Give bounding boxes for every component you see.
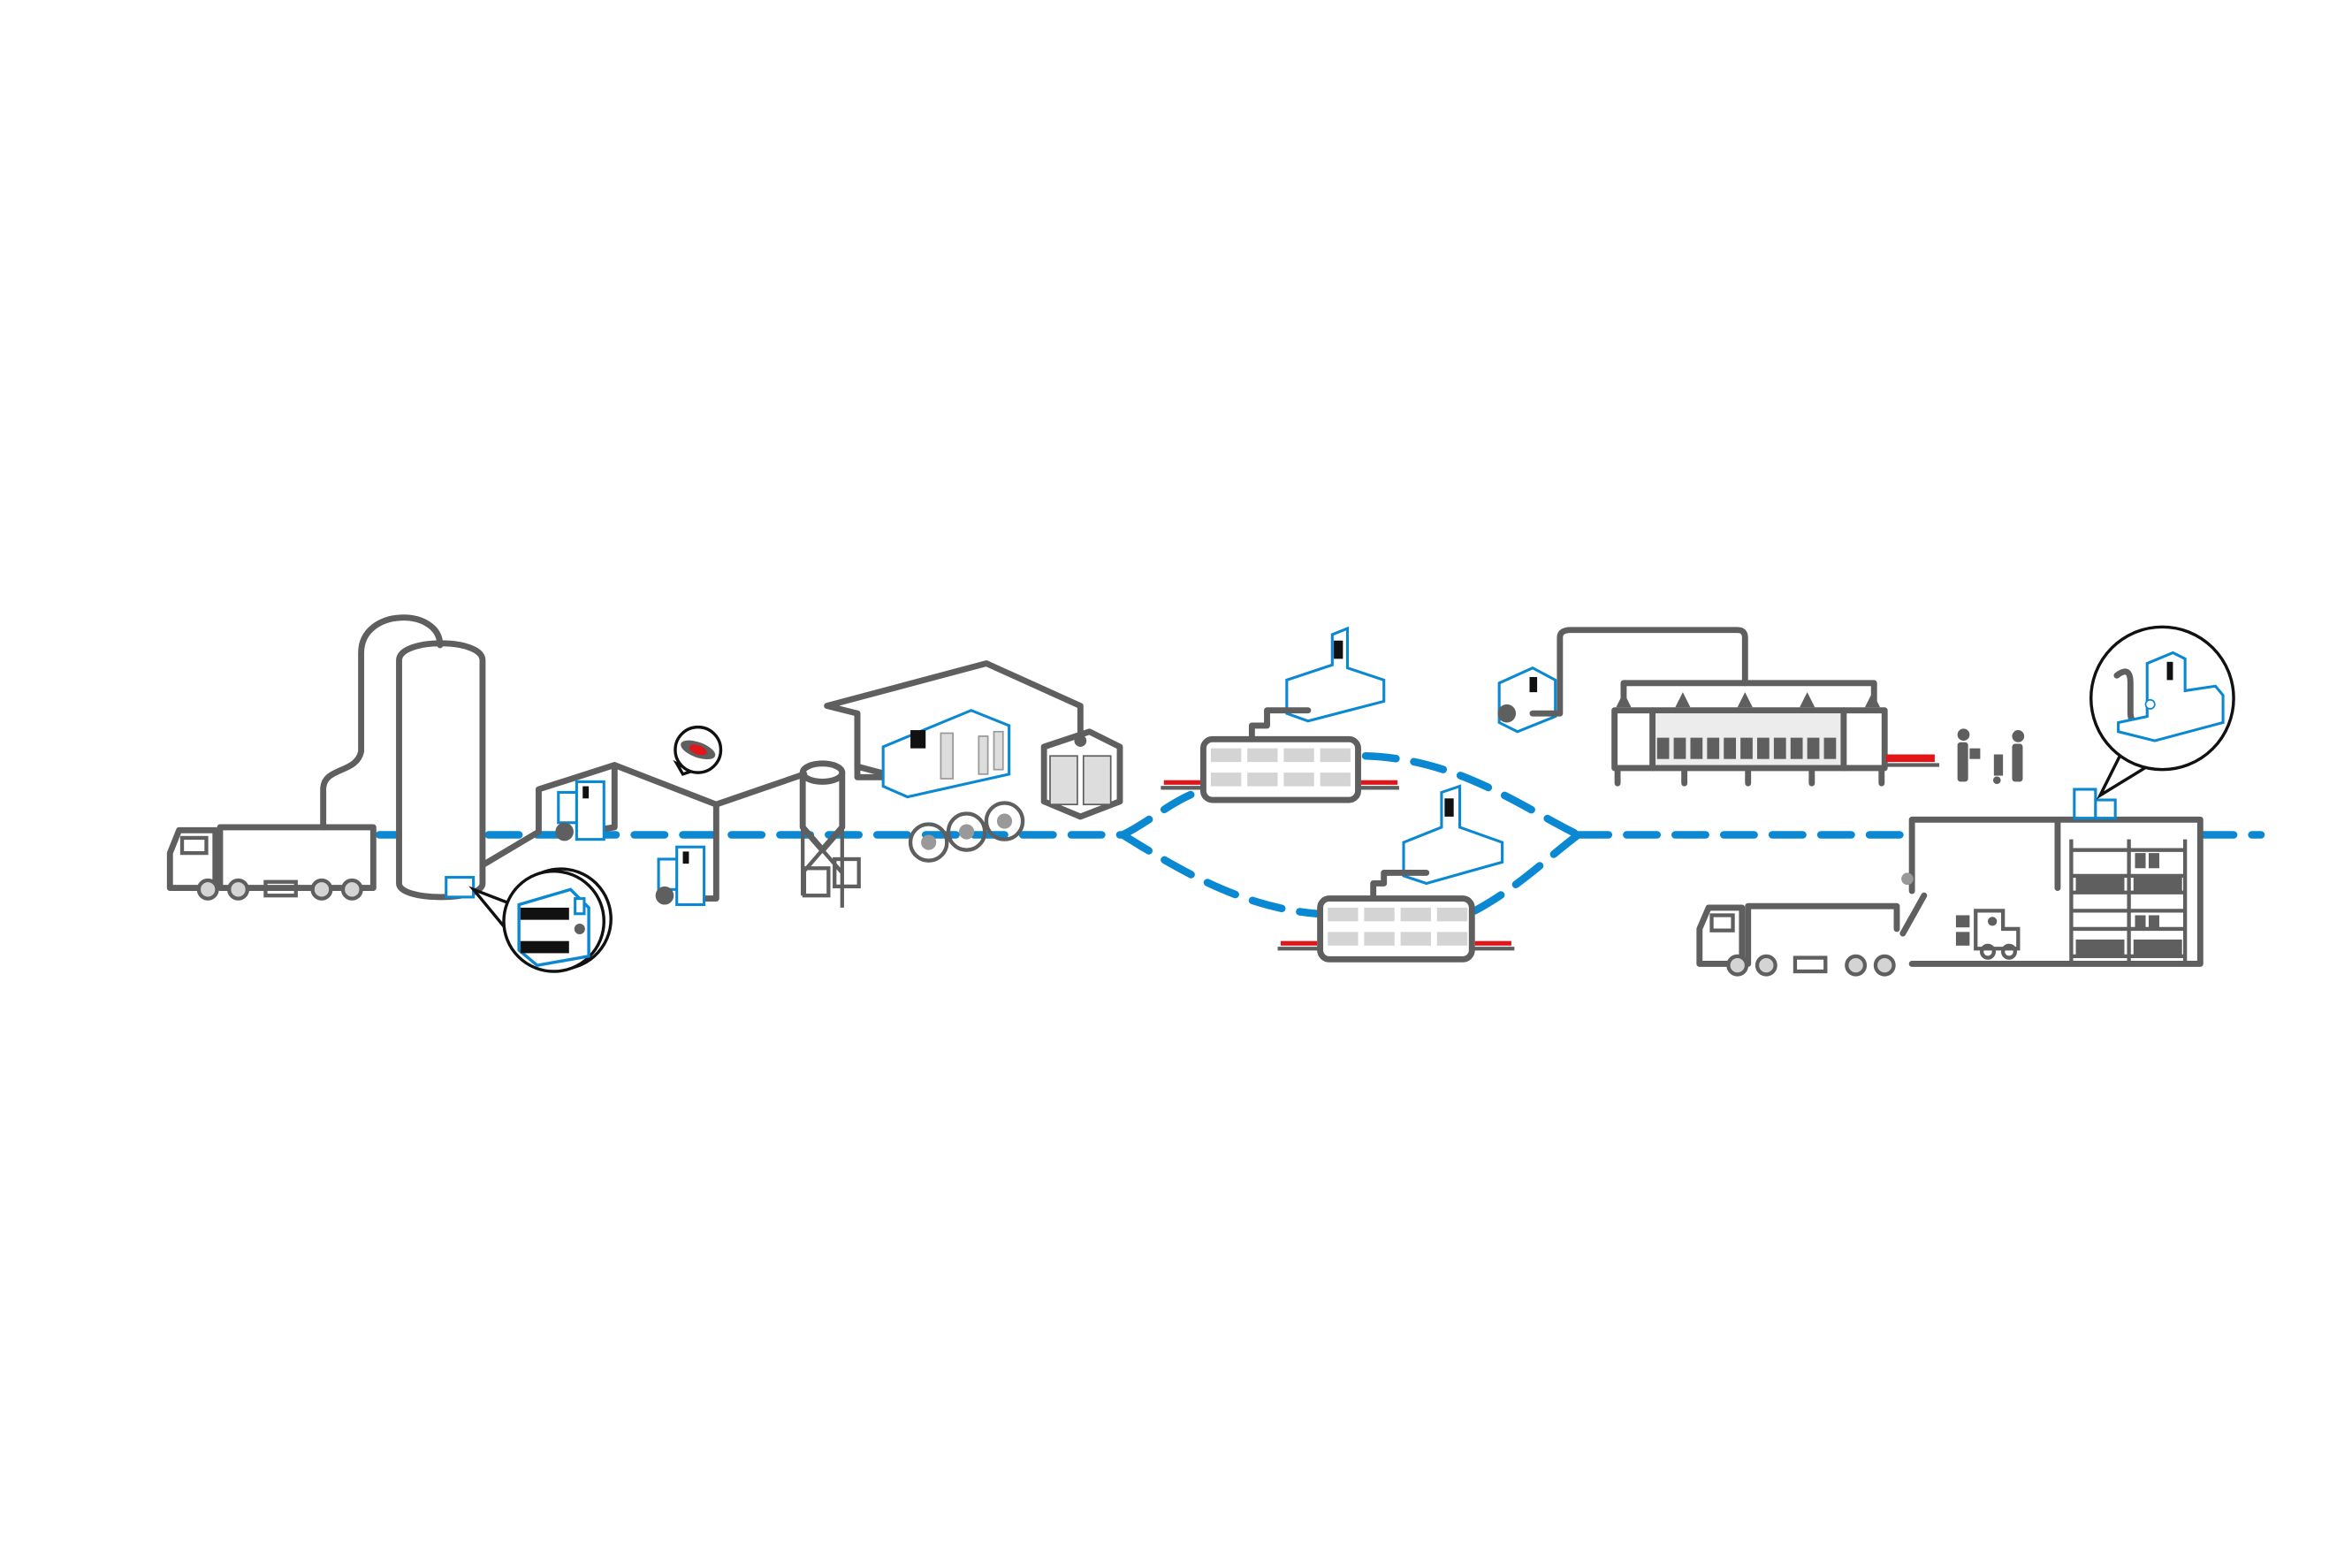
oven-icon	[1277, 784, 1515, 963]
warehouse-device-callout-icon	[2073, 625, 2235, 820]
processing-machine-icon	[881, 709, 1011, 799]
tanker-truck-icon	[166, 614, 444, 901]
sensor-callout-icon	[468, 867, 613, 973]
silo-icon	[799, 760, 861, 908]
extraction-hood-icon	[1497, 627, 1940, 787]
shelving-icon	[2069, 839, 2188, 963]
storage-tower-icon	[396, 640, 486, 901]
dryer-unit-icon	[655, 845, 706, 907]
pipe	[854, 710, 890, 778]
warehouse-icon	[1899, 816, 2204, 967]
pipe	[479, 762, 808, 869]
oven-icon	[1161, 626, 1399, 803]
fan-icon	[908, 801, 1025, 863]
dryer-unit-icon	[555, 780, 605, 841]
delivery-truck-icon	[1696, 902, 1900, 977]
pipe-flow-callout-icon	[673, 725, 723, 776]
forklift-icon	[1955, 909, 2021, 960]
chiller-icon	[1040, 728, 1123, 820]
sensor-box-icon	[445, 876, 476, 899]
pipe	[824, 660, 1084, 780]
workers-icon	[1957, 728, 2025, 784]
